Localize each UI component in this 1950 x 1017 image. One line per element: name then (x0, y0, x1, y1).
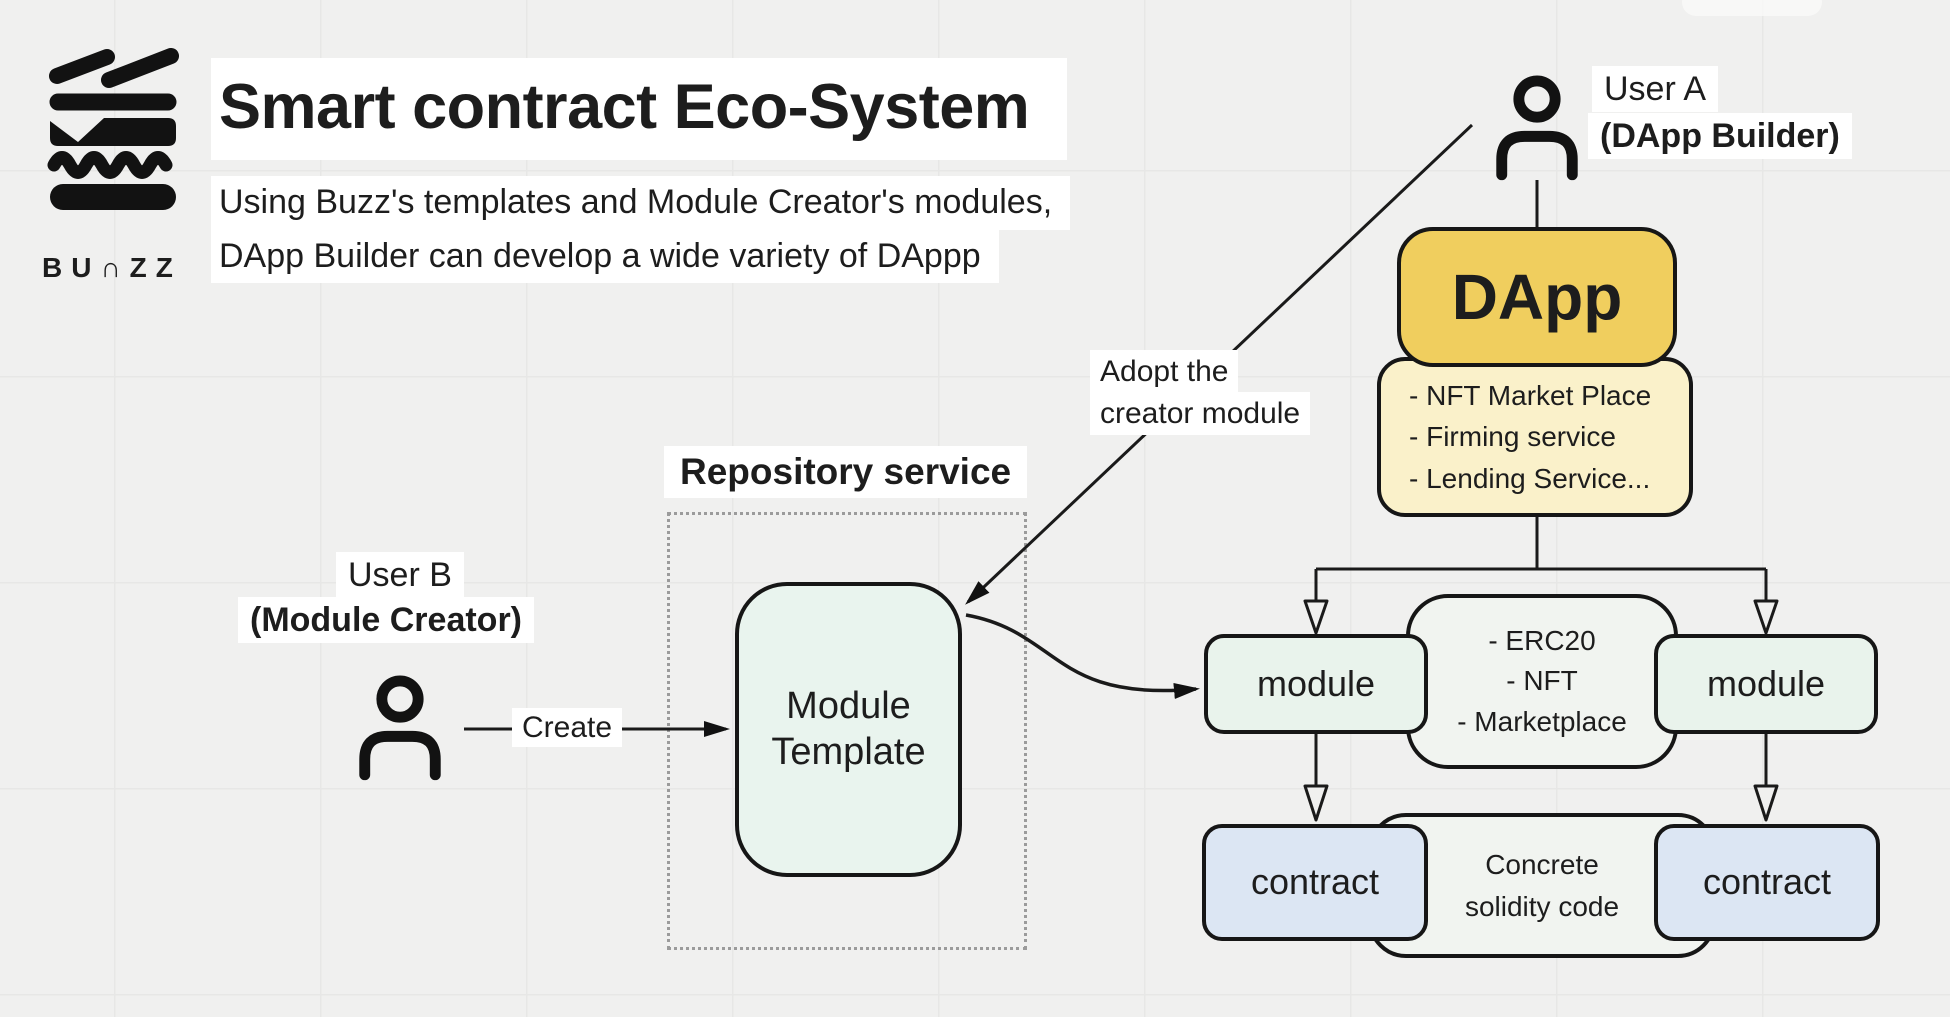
user-a-role: (DApp Builder) (1588, 113, 1852, 160)
create-label: Create (512, 708, 623, 748)
adopt-label-line-2: creator module (1090, 392, 1311, 436)
repository-service-title: Repository service (664, 446, 1028, 498)
open-arrowhead-module-right (1753, 599, 1779, 635)
subtitle-line-1: Using Buzz's templates and Module Creato… (211, 176, 1071, 230)
module-box-right: module (1654, 634, 1878, 734)
dapp-example-2: - Firming service (1409, 421, 1616, 453)
page-title: Smart contract Eco-System (211, 58, 1068, 161)
module-examples-box: - ERC20 - NFT - Marketplace (1406, 594, 1678, 769)
subtitle-line-2: DApp Builder can develop a wide variety … (211, 229, 999, 283)
brand-wordmark: BU∩ZZ (42, 252, 182, 283)
user-a-name: User A (1592, 66, 1719, 113)
adopt-label-line-1: Adopt the (1090, 350, 1239, 394)
tooltip-remnant (1682, 0, 1822, 16)
contract-box-right: contract (1654, 824, 1880, 941)
contract-right-label: contract (1702, 861, 1832, 903)
user-b-role: (Module Creator) (238, 597, 534, 644)
open-arrowhead-module-left (1303, 599, 1329, 635)
module-left-label: module (1256, 662, 1376, 704)
page-subtitle: Using Buzz's templates and Module Creato… (211, 176, 1071, 283)
open-arrowhead-contract-left (1303, 784, 1329, 822)
module-right-label: module (1706, 662, 1826, 704)
open-arrowhead-contract-right (1753, 784, 1779, 822)
module-example-3: - Marketplace (1457, 705, 1627, 737)
contract-left-label: contract (1250, 861, 1380, 903)
module-template-line-2: Template (771, 730, 926, 773)
user-b-icon (359, 675, 441, 781)
concrete-note-line-1: Concrete (1485, 848, 1599, 880)
module-template-line-1: Module (786, 684, 911, 727)
user-a-icon (1496, 75, 1578, 181)
module-template-box: Module Template (735, 582, 962, 877)
bunzz-burger-logo-icon (47, 48, 179, 210)
concrete-note-line-2: solidity code (1464, 890, 1620, 922)
module-example-1: - ERC20 (1488, 624, 1596, 656)
module-example-2: - NFT (1506, 665, 1578, 697)
repository-boundary (667, 512, 1027, 950)
dapp-example-3: - Lending Service... (1409, 462, 1651, 494)
dapp-example-1: - NFT Market Place (1409, 380, 1652, 412)
dapp-box: DApp (1397, 227, 1677, 367)
dapp-examples-box: - NFT Market Place - Firming service - L… (1377, 357, 1693, 517)
user-b-name: User B (336, 552, 464, 599)
dapp-label: DApp (1451, 260, 1623, 333)
module-box-left: module (1204, 634, 1428, 734)
contract-box-left: contract (1202, 824, 1428, 941)
